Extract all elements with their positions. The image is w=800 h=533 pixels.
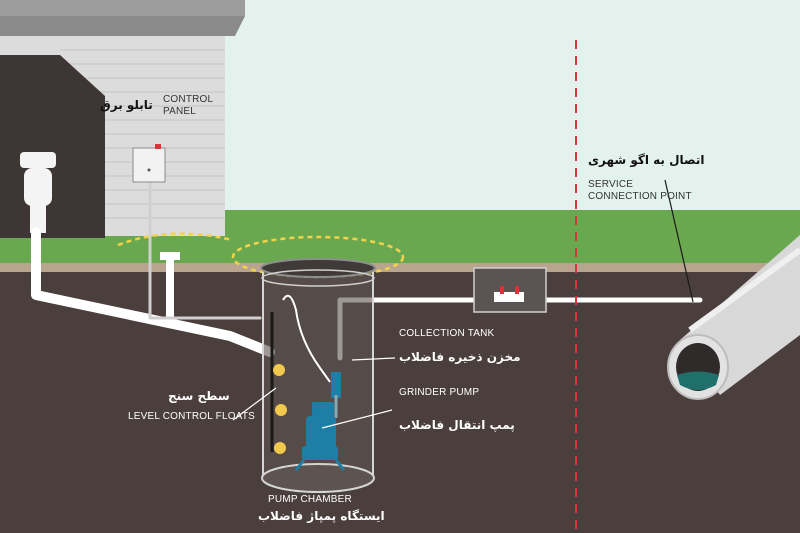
service-connection-label-fa: اتصال به اگو شهری [588,153,705,167]
pump-chamber-label-fa: ایستگاه پمپاژ فاضلاب [258,509,385,523]
level-float-3 [274,442,286,454]
grinder-pump-icon [294,372,346,471]
ground-surface [0,263,800,273]
collection-tank-label: COLLECTION TANK [399,328,495,339]
level-float-1 [273,364,285,376]
toilet-icon [20,152,56,233]
service-connection-label: SERVICE CONNECTION POINT [588,179,692,202]
collection-tank-label-fa: مخزن ذخیره فاضلاب [399,350,521,364]
grinder-pump-label: GRINDER PUMP [399,387,480,398]
cleanout-cap [160,252,180,260]
leader-lines [232,179,694,429]
control-panel-label: CONTROL PANEL [163,94,214,117]
control-panel-box [132,144,166,183]
cleanout-outline [117,232,233,247]
level-floats-label: LEVEL CONTROL FLOATS [128,411,255,422]
level-floats-label-fa: سطح سنج [168,389,230,403]
valve-box [473,267,547,313]
level-float-2 [275,404,287,416]
control-panel-label-fa: تابلو برق [100,98,153,112]
grinder-pump-label-fa: پمپ انتقال فاضلاب [399,418,515,432]
sewer-main-pipe [667,235,800,400]
pump-chamber-label: PUMP CHAMBER [268,494,352,505]
